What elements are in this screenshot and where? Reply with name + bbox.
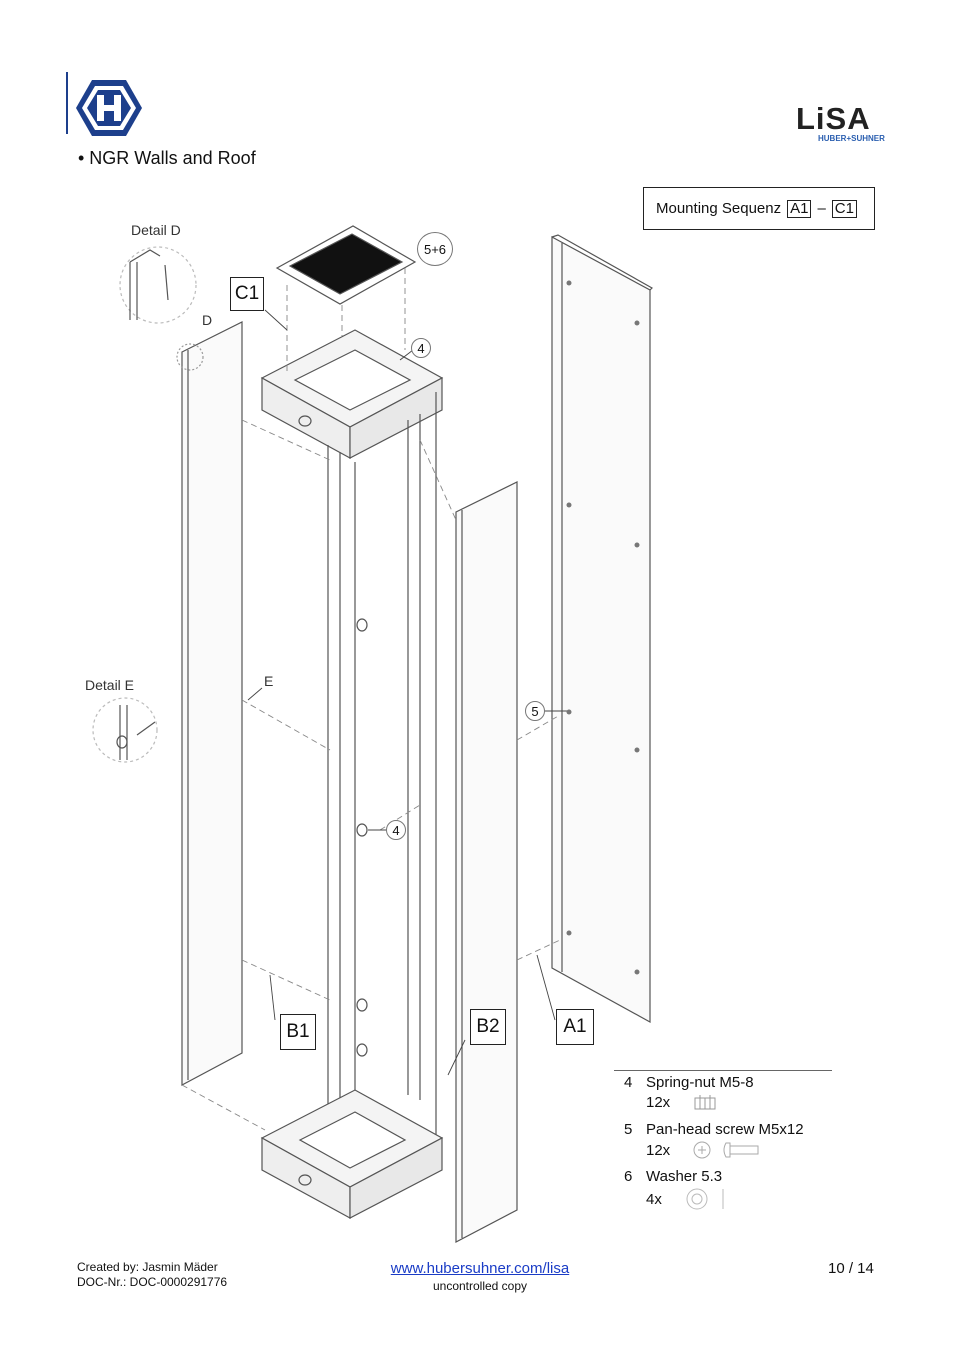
lisa-logo: LiSA HUBER+SUHNER <box>796 101 888 152</box>
sequence-to: C1 <box>831 199 857 218</box>
footer-created-by: Created by: Jasmin Mäder <box>77 1260 218 1274</box>
huber-suhner-logo-icon <box>76 80 142 136</box>
detail-d-marker: D <box>202 312 213 328</box>
callout-b1: B1 <box>280 1014 316 1050</box>
part-number: 5 <box>624 1121 633 1138</box>
lisa-subline: HUBER+SUHNER <box>818 134 885 143</box>
part-name: Spring-nut M5-8 <box>646 1074 754 1091</box>
part-circle-4-mid: 4 <box>386 820 406 840</box>
part-name: Pan-head screw M5x12 <box>646 1121 804 1138</box>
detail-d-sketch <box>119 246 204 371</box>
part-quantity: 12x <box>646 1141 671 1159</box>
callout-b2: B2 <box>470 1009 506 1045</box>
roof-plate-c1 <box>275 225 417 305</box>
callout-c1: C1 <box>230 277 264 311</box>
front-panel-b2 <box>455 481 518 1243</box>
rack-frame <box>260 329 444 1220</box>
right-wall-panel-a1 <box>551 234 653 1024</box>
footer-copy-note: uncontrolled copy <box>432 1279 528 1293</box>
footer-website-link[interactable]: www.hubersuhner.com/lisa <box>390 1260 570 1277</box>
detail-e-sketch <box>92 697 158 763</box>
washer-icon <box>686 1188 724 1210</box>
sequence-label: Mounting Sequenz <box>656 200 782 217</box>
screw-icon <box>693 1141 759 1159</box>
section-title: • NGR Walls and Roof <box>78 148 256 168</box>
footer-center: www.hubersuhner.com/lisa uncontrolled co… <box>384 1260 576 1295</box>
callout-a1: A1 <box>556 1009 594 1045</box>
detail-e-label: Detail E <box>85 677 135 693</box>
part-number: 4 <box>624 1074 633 1091</box>
parts-list-item: 4 Spring-nut M5-8 12x <box>624 1074 754 1111</box>
footer-meta: Created by: Jasmin Mäder DOC-Nr.: DOC-00… <box>77 1260 227 1290</box>
sequence-dash: – <box>817 200 826 217</box>
sequence-from: A1 <box>787 199 812 218</box>
page-number: 10 / 14 <box>828 1260 874 1277</box>
part-name: Washer 5.3 <box>646 1168 723 1185</box>
part-quantity: 4x <box>646 1190 662 1208</box>
part-circle-4-top: 4 <box>411 338 431 358</box>
parts-list-rule <box>614 1070 832 1071</box>
lisa-wordmark: LiSA <box>796 101 871 136</box>
footer-doc-number: DOC-Nr.: DOC-0000291776 <box>77 1275 228 1289</box>
parts-list-item: 5 Pan-head screw M5x12 12x <box>624 1121 804 1160</box>
left-wall-panel-b1 <box>181 321 243 1086</box>
part-number: 6 <box>624 1168 633 1185</box>
spring-nut-icon <box>694 1095 716 1110</box>
mounting-sequence-box: Mounting Sequenz A1 – C1 <box>643 187 875 230</box>
detail-e-marker: E <box>264 673 274 689</box>
parts-list-item: 6 Washer 5.3 4x <box>624 1168 736 1211</box>
detail-d-label: Detail D <box>131 222 181 238</box>
header-vertical-bar <box>66 72 68 134</box>
part-circle-5-6: 5+6 <box>417 232 453 266</box>
part-circle-5: 5 <box>525 701 545 721</box>
part-quantity: 12x <box>646 1093 671 1111</box>
